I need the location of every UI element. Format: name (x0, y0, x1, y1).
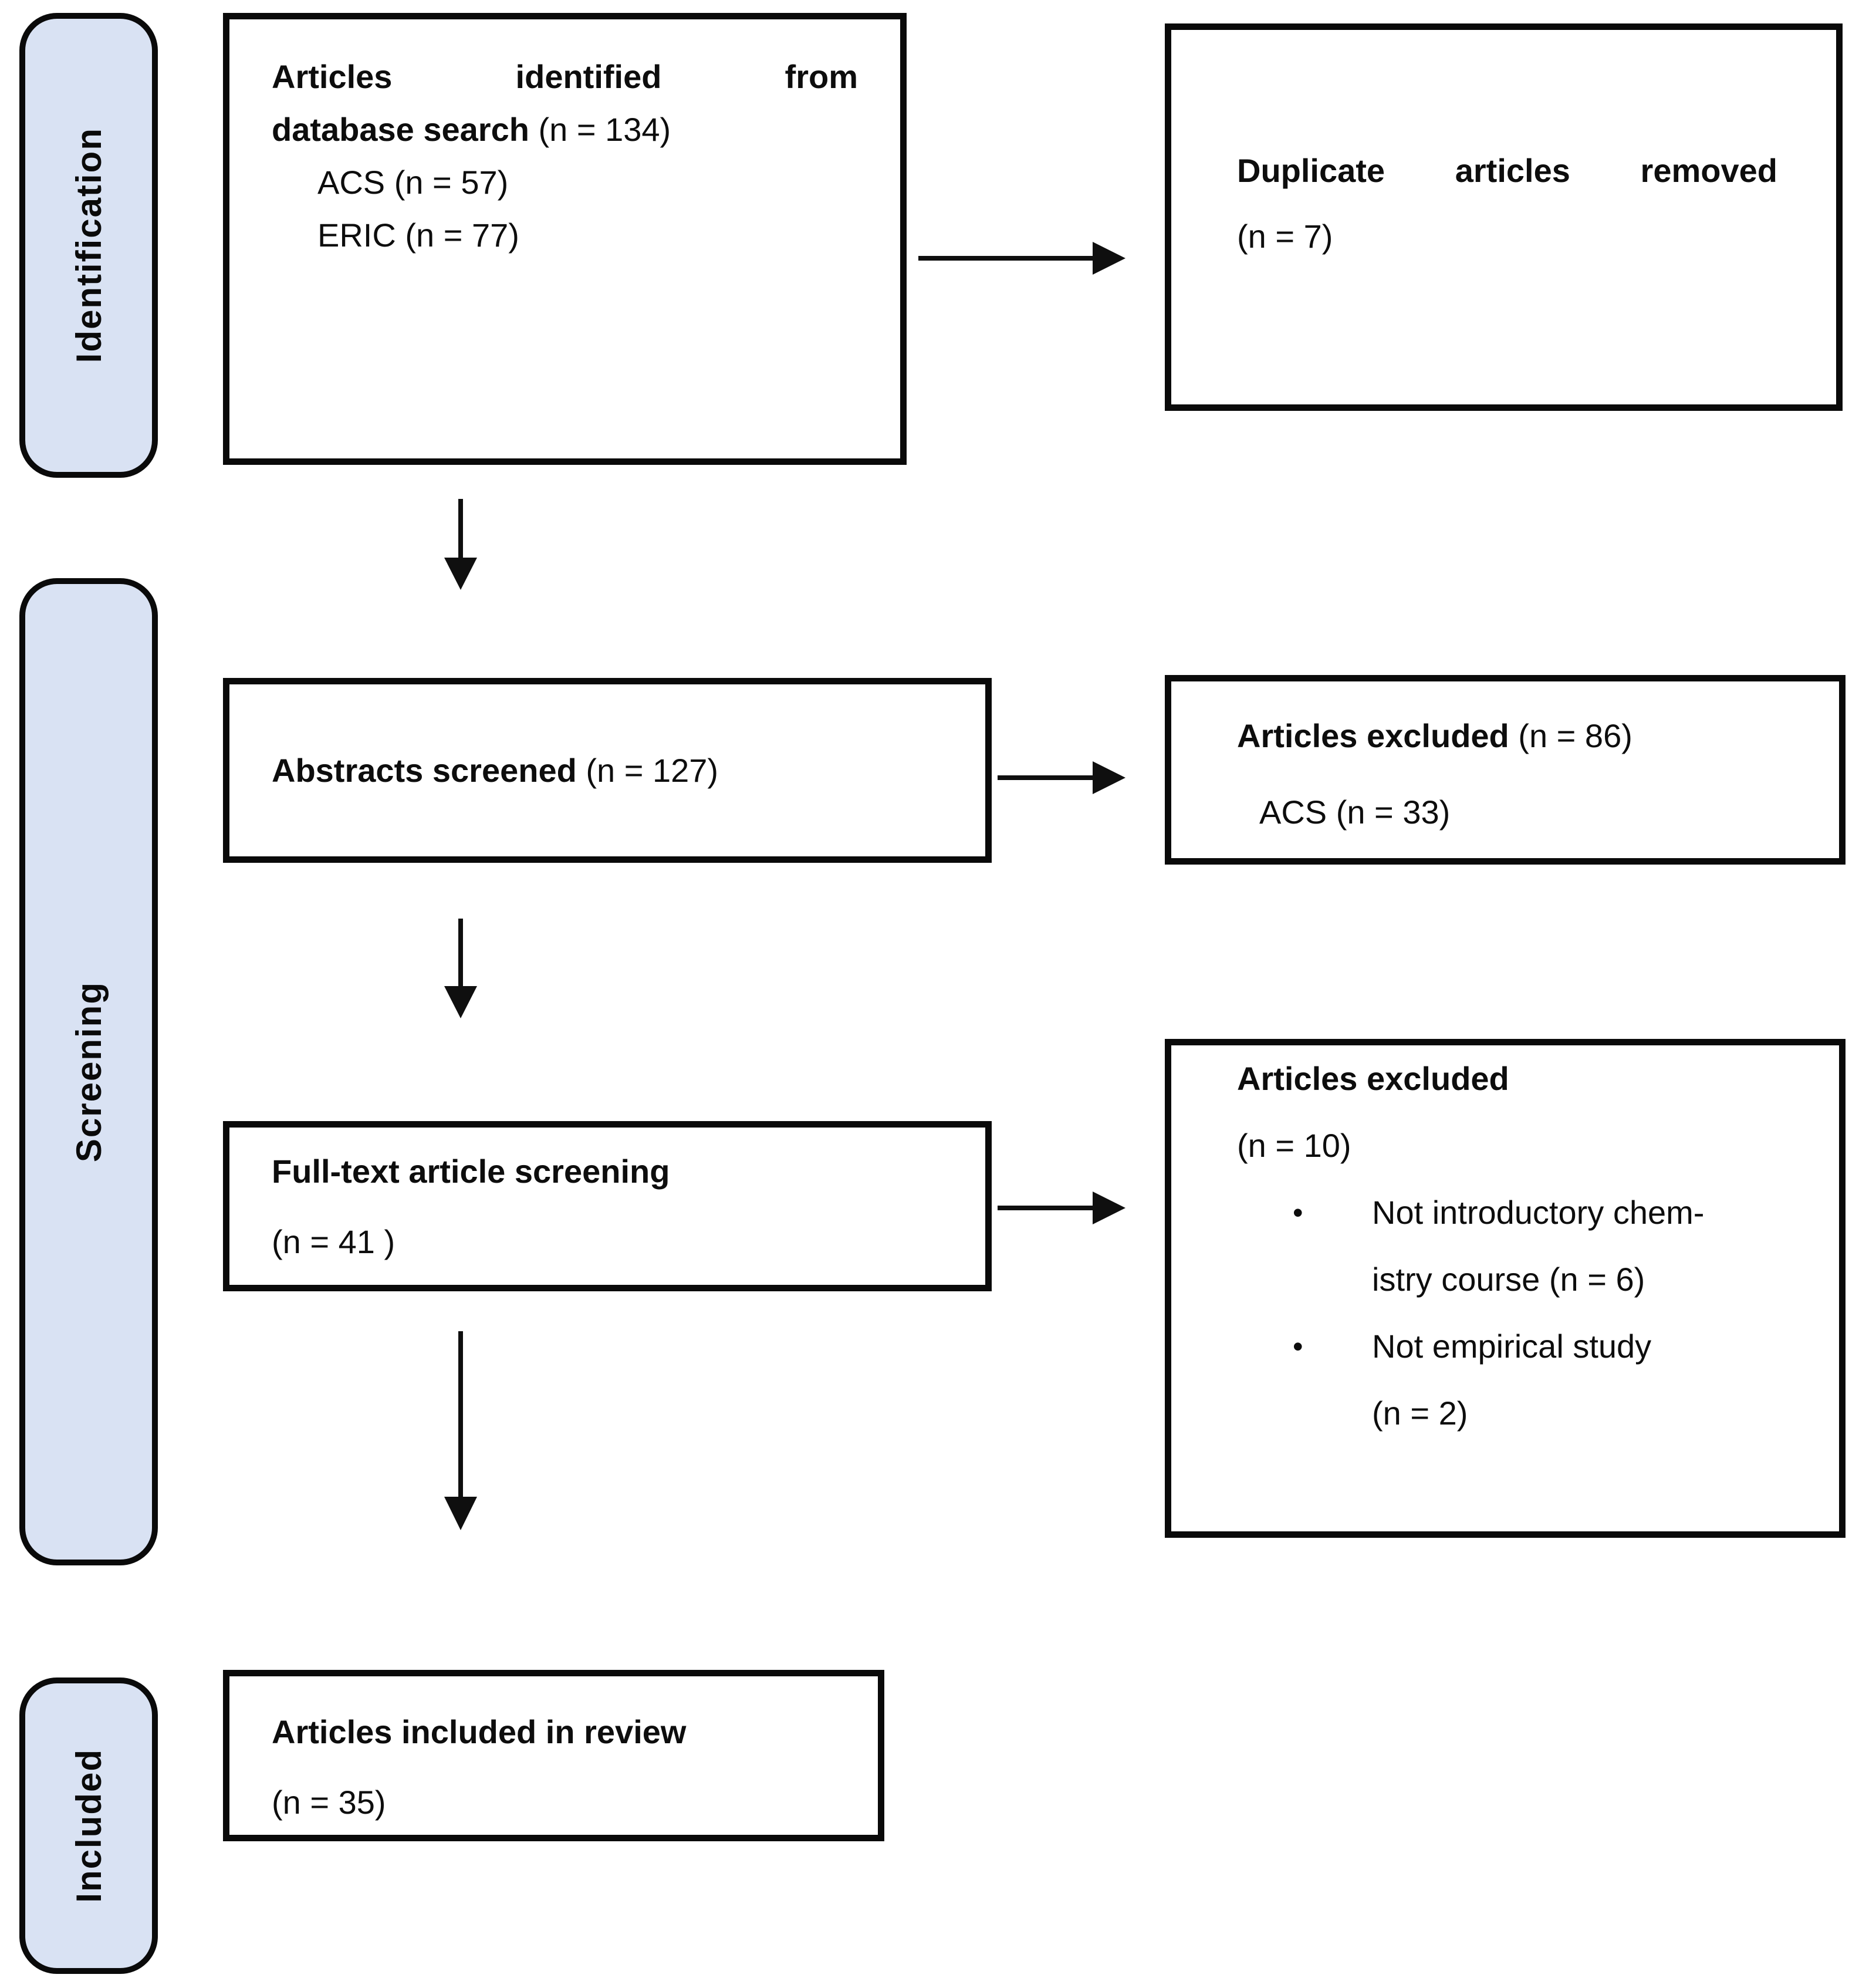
excluded1-bold: Articles excluded (1237, 717, 1509, 754)
abstracts-bold: Abstracts screened (272, 751, 577, 789)
stage-label-identification: Identification (19, 13, 158, 478)
duplicates-line1: Duplicate articles removed (1237, 138, 1777, 204)
identified-sub-acs: ACS (n = 57) (317, 164, 509, 201)
included-line1: Articles included in review (272, 1713, 687, 1750)
excluded2-bullet1-text: Not introductory chem- istry course (n =… (1372, 1179, 1804, 1313)
abstracts-line: Abstracts screened (n = 127) (272, 738, 718, 804)
arrow-fulltext-to-excluded (998, 1192, 1125, 1224)
identified-line2-bold: database search (272, 111, 529, 148)
identified-line1: Articles identified from (272, 50, 858, 103)
arrow-abstracts-to-excluded (998, 761, 1125, 794)
excluded2-bullet-2: • Not empirical study (n = 2) (1237, 1313, 1804, 1447)
duplicates-word-1: Duplicate (1237, 152, 1385, 189)
excluded2-count: (n = 10) (1237, 1127, 1351, 1164)
identified-line2: database search (n = 134) (272, 103, 858, 156)
arrow-identified-to-abstracts (444, 499, 477, 590)
arrow-identified-to-duplicates (918, 242, 1125, 275)
excluded2-bullet1-line1: Not introductory chem- (1372, 1194, 1705, 1231)
stage-label-identification-text: Identification (69, 127, 109, 363)
bullet-icon: • (1293, 1196, 1303, 1229)
excluded2-bullet2-line2: (n = 2) (1372, 1395, 1468, 1432)
duplicates-word-3: removed (1640, 152, 1777, 189)
identified-line2-count: (n = 134) (529, 111, 671, 148)
fulltext-line1: Full-text article screening (272, 1153, 670, 1190)
excluded2-line1: Articles excluded (1237, 1060, 1509, 1097)
identified-word-2: identified (515, 58, 662, 95)
excluded1-line1: Articles excluded (n = 86) (1237, 698, 1804, 774)
duplicates-word-2: articles (1455, 152, 1570, 189)
box-duplicates-removed: Duplicate articles removed (n = 7) (1165, 23, 1843, 411)
box-fulltext-screening: Full-text article screening (n = 41 ) (223, 1121, 992, 1291)
excluded1-sub-acs: ACS (n = 33) (1259, 794, 1451, 831)
stage-label-screening: Screening (19, 578, 158, 1565)
bullet-icon: • (1293, 1330, 1303, 1363)
box-articles-included: Articles included in review (n = 35) (223, 1670, 884, 1841)
box-articles-identified: Articles identified from database search… (223, 13, 907, 465)
excluded2-bullet-1: • Not introductory chem- istry course (n… (1237, 1179, 1804, 1313)
excluded2-bullet1-line2: istry course (n = 6) (1372, 1261, 1645, 1298)
included-count: (n = 35) (272, 1784, 386, 1821)
abstracts-count: (n = 127) (576, 751, 719, 789)
identified-word-3: from (785, 58, 858, 95)
fulltext-count: (n = 41 ) (272, 1223, 396, 1260)
box-articles-excluded-abstract: Articles excluded (n = 86) ACS (n = 33) (1165, 675, 1846, 865)
arrow-abstracts-to-fulltext (444, 919, 477, 1018)
excluded1-count: (n = 86) (1509, 717, 1632, 754)
stage-label-included: Included (19, 1678, 158, 1974)
stage-label-screening-text: Screening (69, 981, 109, 1163)
excluded2-bullet2-line1: Not empirical study (1372, 1328, 1652, 1365)
box-articles-excluded-fulltext: Articles excluded (n = 10) • Not introdu… (1165, 1039, 1846, 1538)
identified-sub-eric: ERIC (n = 77) (317, 217, 519, 254)
duplicates-count: (n = 7) (1237, 218, 1333, 255)
stage-label-included-text: Included (69, 1749, 109, 1903)
identified-word-1: Articles (272, 58, 393, 95)
excluded2-bullet2-text: Not empirical study (n = 2) (1372, 1313, 1804, 1447)
box-abstracts-screened: Abstracts screened (n = 127) (223, 678, 992, 863)
arrow-fulltext-to-included (444, 1331, 477, 1530)
